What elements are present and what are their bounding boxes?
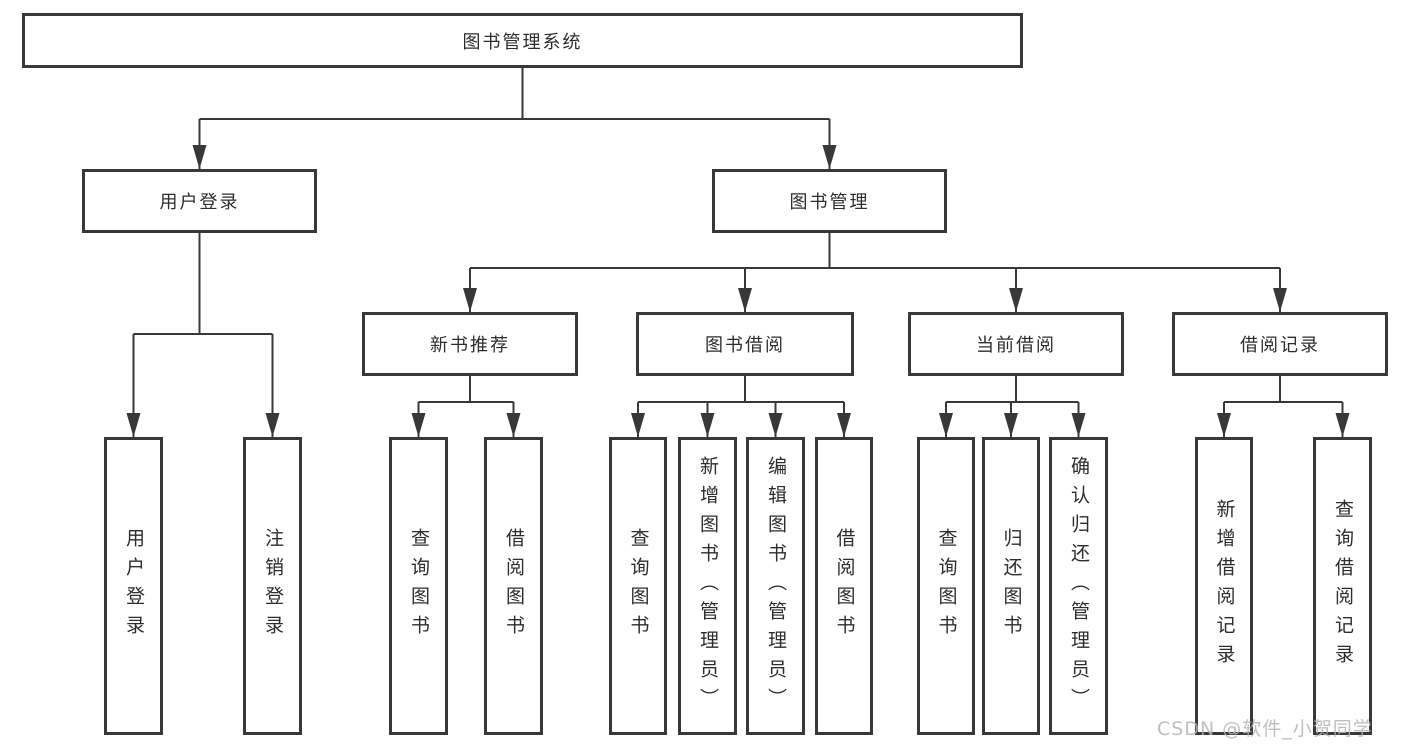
node-label: 当前借阅 [976,335,1056,356]
node-label: 借阅记录 [1240,335,1320,356]
leaf-borrow-books-2: 借阅图书 [815,437,873,735]
node-label: 查询图书 [935,528,958,644]
leaf-add-borrow-record: 新增借阅记录 [1195,437,1253,735]
leaf-query-books-3: 查询图书 [917,437,975,735]
leaf-confirm-return-admin: 确认归还（管理员） [1049,437,1108,735]
node-label: 归还图书 [1000,528,1023,644]
leaf-query-borrow-record: 查询借阅记录 [1313,437,1372,735]
leaf-query-books-1: 查询图书 [389,437,448,735]
leaf-return-books: 归还图书 [982,437,1040,735]
node-label: 新增图书（管理员） [697,455,719,717]
leaf-borrow-books-1: 借阅图书 [484,437,543,735]
leaf-query-books-2: 查询图书 [609,437,667,735]
node-label: 图书管理 [789,192,870,213]
node-label: 编辑图书（管理员） [765,455,787,717]
node-label: 查询图书 [408,528,430,644]
node-borrowing-records: 借阅记录 [1172,312,1388,376]
node-new-book-recommend: 新书推荐 [362,312,578,376]
node-user-login: 用户登录 [82,169,317,233]
node-label: 图书管理系统 [462,31,583,53]
leaf-add-books-admin: 新增图书（管理员） [678,437,737,735]
node-label: 用户登录 [159,192,240,213]
leaf-edit-books-admin: 编辑图书（管理员） [746,437,805,735]
node-book-management: 图书管理 [712,169,947,233]
node-label: 借阅图书 [833,528,856,644]
node-label: 借阅图书 [503,528,525,644]
node-book-borrowing: 图书借阅 [636,312,854,376]
node-label: 注销登录 [262,528,284,644]
node-label: 图书借阅 [705,335,785,356]
node-label: 用户登录 [123,528,145,644]
node-library-management-system: 图书管理系统 [22,13,1023,68]
node-label: 查询借阅记录 [1332,499,1354,673]
node-label: 新增借阅记录 [1213,499,1236,673]
node-label: 新书推荐 [430,335,510,356]
leaf-logout: 注销登录 [243,437,302,735]
csdn-watermark: CSDN @软件_小贺同学 [1157,718,1373,740]
node-current-borrowing: 当前借阅 [908,312,1124,376]
leaf-user-login: 用户登录 [104,437,163,735]
node-label: 查询图书 [627,528,650,644]
node-label: 确认归还（管理员） [1068,455,1090,717]
